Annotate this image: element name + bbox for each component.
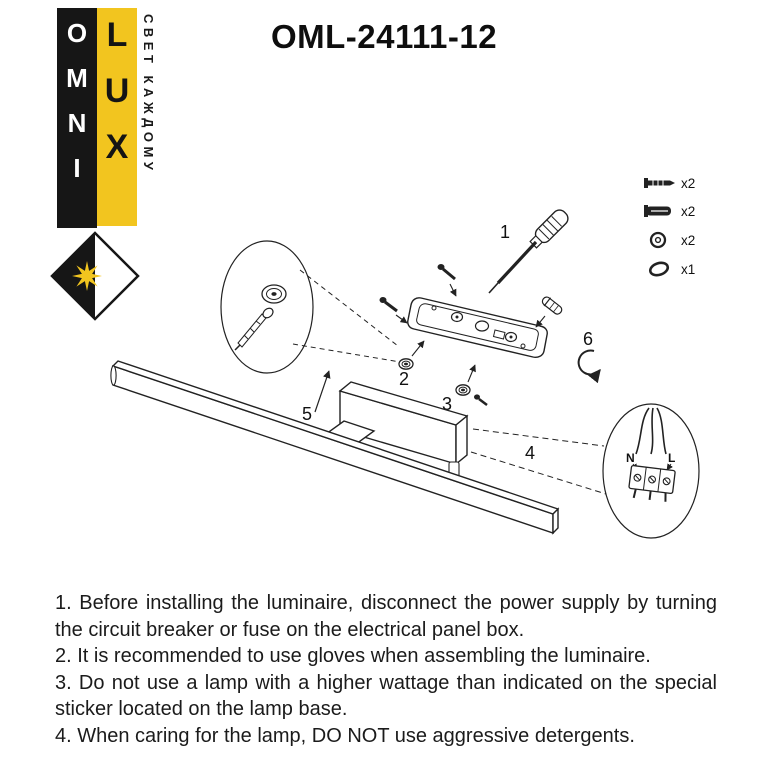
instruction-step-4: 4. When caring for the lamp, DO NOT use … — [55, 724, 635, 747]
anchor-part-icon — [644, 205, 671, 217]
hardware-parts-list: x2 x2 x2 x1 — [644, 176, 695, 277]
screw-qty: x2 — [681, 176, 695, 191]
screw-part-icon — [644, 178, 675, 188]
brand-diamond-icon — [50, 231, 140, 321]
brand-name-lux: LUX — [97, 8, 137, 226]
large-screw-icon — [234, 307, 274, 351]
washer-step-3 — [455, 364, 488, 406]
plate-screw-top — [437, 264, 457, 297]
plate-screw-left — [379, 297, 408, 324]
washer-step-2 — [398, 340, 425, 370]
step-label-2: 2 — [399, 369, 409, 389]
lamp-bar — [110, 360, 560, 535]
screwdriver — [488, 209, 569, 294]
rotate-clip-icon — [577, 349, 601, 384]
starburst-icon — [72, 261, 102, 291]
washer-qty: x2 — [681, 233, 695, 248]
step-label-6: 6 — [583, 329, 593, 349]
step-label-1: 1 — [500, 222, 510, 242]
terminal-block — [628, 464, 676, 502]
terminal-label-live: L — [668, 451, 675, 465]
washer-part-icon — [649, 231, 667, 249]
instructions-section: 1. Before installing the luminaire, disc… — [55, 590, 717, 749]
brand-name-omni: OMNI — [57, 8, 97, 228]
detail-callout-screw — [220, 240, 401, 374]
brand-tagline: СВЕТ КАЖДОМУ — [141, 14, 156, 175]
instruction-step-3: 3. Do not use a lamp with a higher watta… — [55, 671, 717, 721]
step-label-3: 3 — [442, 394, 452, 414]
page-title: OML-24111-12 — [270, 18, 498, 55]
ring-part-icon — [648, 261, 670, 277]
step-label-5: 5 — [302, 404, 312, 424]
anchor-qty: x2 — [681, 204, 695, 219]
ring-qty: x1 — [681, 262, 695, 277]
wall-anchor-right — [535, 296, 563, 328]
instruction-step-1: 1. Before installing the luminaire, disc… — [55, 592, 717, 641]
terminal-label-neutral: N — [626, 451, 635, 465]
instruction-step-2: 2. It is recommended to use gloves when … — [55, 645, 651, 667]
step-label-4: 4 — [525, 443, 535, 463]
mounting-plate — [407, 297, 548, 358]
assembly-arrow-5 — [314, 370, 331, 413]
detail-callout-wiring: N L — [470, 403, 700, 539]
brand-logo: OMNI LUX СВЕТ КАЖДОМУ — [50, 8, 177, 328]
